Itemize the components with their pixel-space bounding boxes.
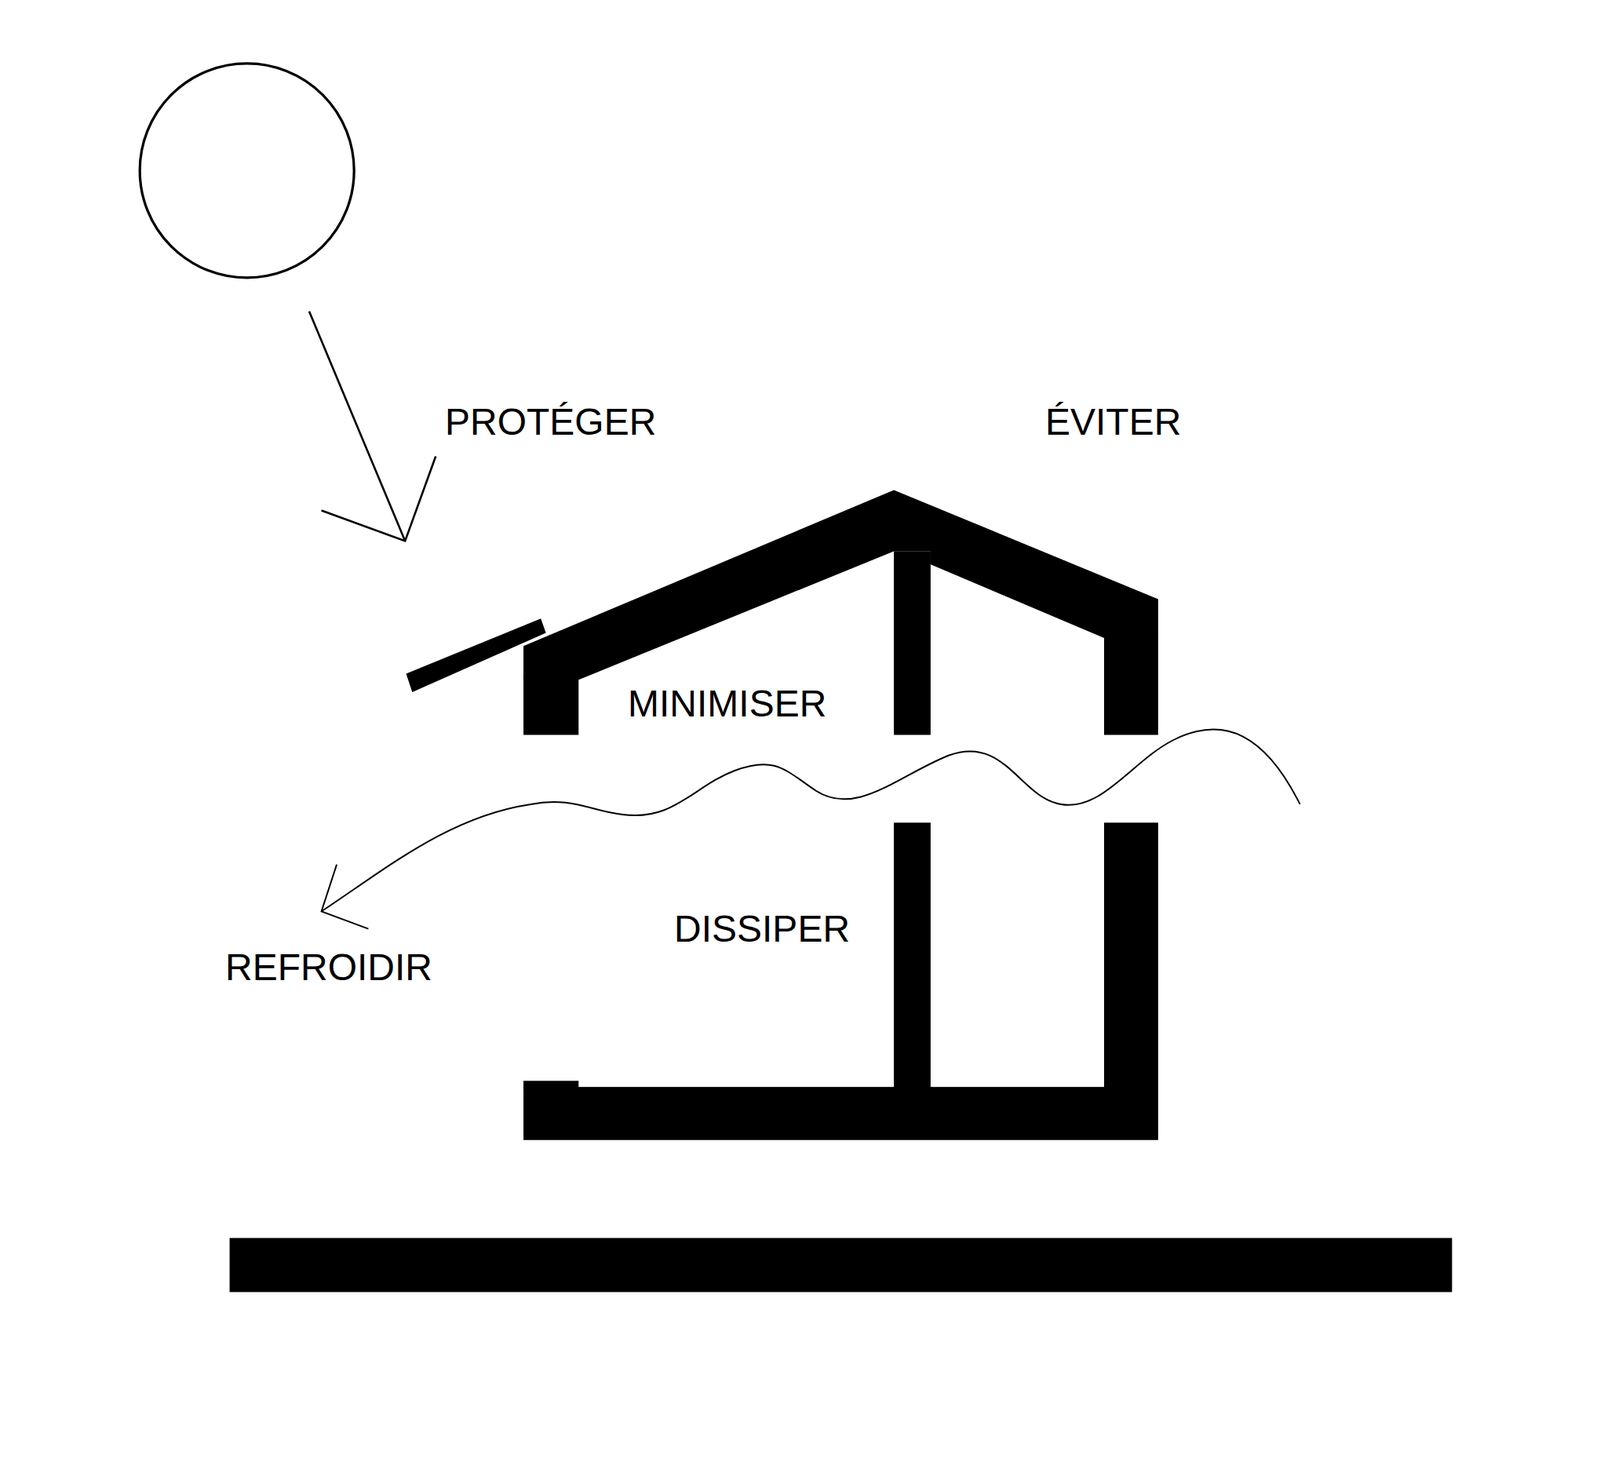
- concept-label: ÉVITER: [1045, 403, 1181, 442]
- concept-label: REFROIDIR: [225, 948, 433, 987]
- sun-ray-arrow: [309, 311, 436, 542]
- sun: [139, 63, 354, 278]
- air-flow-arrow: [321, 729, 1301, 930]
- ground: [229, 1238, 1453, 1293]
- concept-label: PROTÉGER: [444, 403, 657, 442]
- concept-label: DISSIPER: [674, 910, 850, 948]
- house-section: [406, 489, 1159, 1140]
- concept-label: MINIMISER: [627, 685, 827, 723]
